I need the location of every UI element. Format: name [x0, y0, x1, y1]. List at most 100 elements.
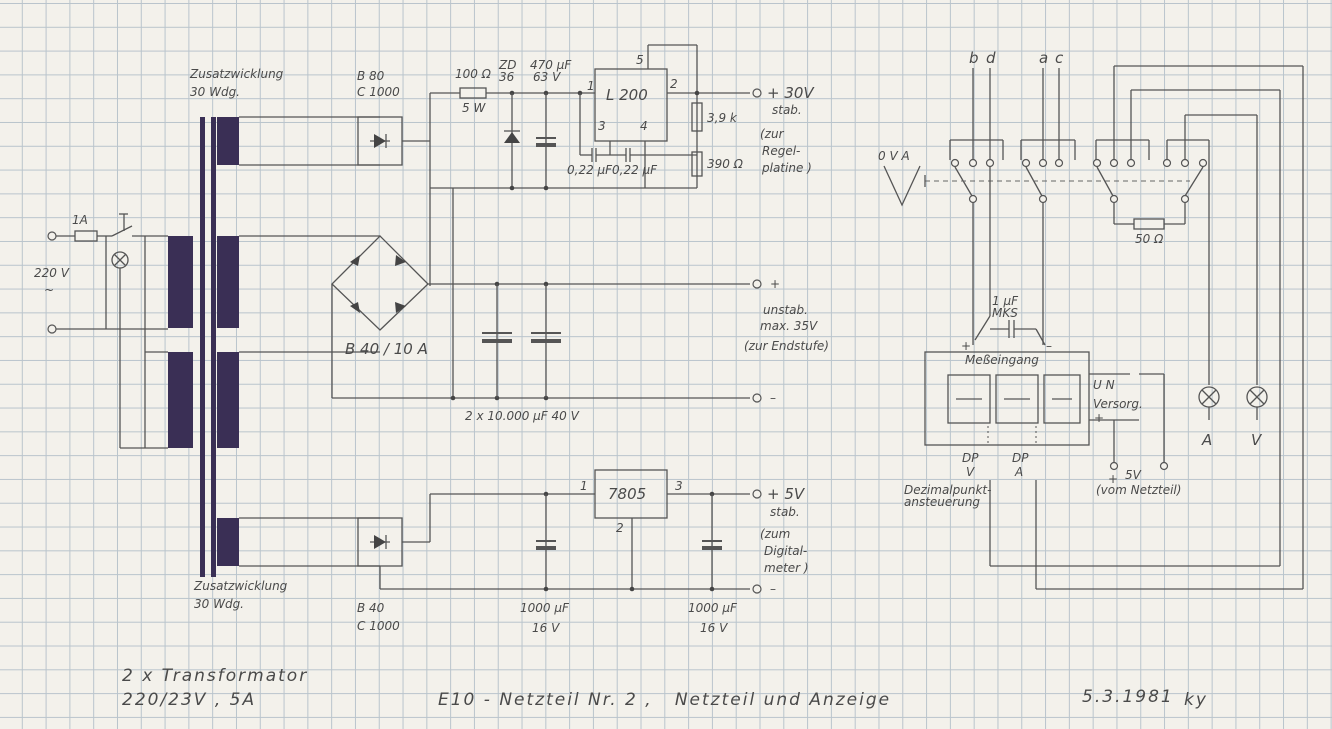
- unstab-note-3: (zur Endstufe): [744, 339, 829, 353]
- b80-label-2: C 1000: [357, 85, 400, 99]
- dp-note-1: Dezimalpunkt-: [904, 483, 991, 497]
- zener-diode-icon: [504, 132, 520, 143]
- l200-pin-2: 2: [670, 77, 678, 91]
- 7805-label: 7805: [608, 485, 646, 503]
- range-label: 0 V A: [878, 149, 910, 163]
- secondary-winding-2: [217, 352, 239, 448]
- cap-1uf-label-1: 1 µF: [992, 294, 1019, 308]
- resistor-3k9: [691, 102, 703, 132]
- switch-label-c: c: [1055, 49, 1064, 67]
- switch-label-a: a: [1039, 49, 1048, 67]
- fuse-label: 1A: [72, 213, 88, 227]
- zener-label-2: 36: [499, 70, 515, 84]
- shunt-resistor: [1133, 218, 1165, 230]
- out30-note-2: Regel-: [762, 144, 800, 158]
- meter-minus: –: [1046, 339, 1052, 353]
- out5-stab: stab.: [770, 505, 800, 519]
- out5-note-3: meter ): [764, 561, 809, 575]
- l200-label: L 200: [606, 86, 648, 104]
- transformer-core-right: [211, 117, 216, 577]
- meter-section: b d a c: [878, 49, 1304, 590]
- l200-pin-1: 1: [587, 79, 595, 93]
- dp-v-label-2: V: [966, 465, 975, 479]
- cap-in-label-1: 1000 µF: [520, 601, 570, 615]
- cap-out-label-2: 16 V: [700, 621, 728, 635]
- rail-30v: B 80 C 1000 100 Ω 5 W ZD 36 470 µF 63 V …: [239, 44, 815, 286]
- aux-top-label-2: 30 Wdg.: [190, 85, 240, 99]
- out5-note-2: Digital-: [764, 544, 807, 558]
- switch-label-b: b: [969, 49, 979, 67]
- unstab-note-1: unstab.: [763, 303, 808, 317]
- supply-5v-plus: +: [1108, 472, 1118, 486]
- resistor-390ohm: [691, 151, 703, 177]
- c022b-label: 0,22 µF: [612, 163, 658, 177]
- unstab-note-2: max. 35V: [760, 319, 818, 333]
- b40-10a-label: B 40 / 10 A: [345, 340, 428, 358]
- aux-top-label-1: Zusatzwicklung: [189, 67, 284, 81]
- lamp-v-label: V: [1251, 431, 1263, 449]
- supply-5v-label: 5V: [1125, 468, 1142, 482]
- ac-symbol: ~: [44, 283, 54, 297]
- primary-winding-1: [168, 236, 193, 328]
- lamp-a-label: A: [1201, 431, 1212, 449]
- l200-pin-5: 5: [636, 53, 644, 67]
- r100-label-2: 5 W: [462, 101, 486, 115]
- aux-winding-bottom: [217, 518, 239, 566]
- cap-1uf-label-2: MKS: [992, 306, 1018, 320]
- rail-unstab: + – B 40 / 10 A unstab. max. 35V (zur En…: [239, 188, 829, 423]
- seven-segment-display: [947, 374, 1081, 424]
- bridge-diode-icon: [374, 134, 386, 148]
- secondary-winding-1: [217, 236, 239, 328]
- dp-v-label-1: DP: [962, 451, 979, 465]
- 7805-pin-1: 1: [580, 479, 588, 493]
- l200-pin-4: 4: [640, 119, 648, 133]
- dp-a-label-1: DP: [1012, 451, 1029, 465]
- aux-winding-top: [217, 117, 239, 165]
- sheet-title: E10 - Netzteil Nr. 2 , Netzteil und Anze…: [438, 690, 891, 710]
- bridge-b40-10a: [331, 235, 429, 331]
- out5-label: + 5V: [767, 485, 806, 503]
- output-unstab-minus: [752, 393, 762, 403]
- 7805-pin-3: 3: [675, 479, 683, 493]
- range-switch-pole-4: [1184, 166, 1204, 197]
- b80-label-1: B 80: [357, 69, 385, 83]
- supply-plus: +: [1094, 411, 1104, 425]
- out30-label: + 30V: [767, 84, 815, 102]
- b40-label-2: C 1000: [357, 619, 400, 633]
- supply-source-label: (vom Netzteil): [1096, 483, 1181, 497]
- dp-note-2: ansteuerung: [904, 495, 980, 509]
- dp-a-label-2: A: [1014, 465, 1023, 479]
- out30-stab: stab.: [772, 103, 802, 117]
- unstab-plus: +: [770, 277, 780, 291]
- aux-bottom-label-1: Zusatzwicklung: [193, 579, 288, 593]
- caps-10000-label: 2 x 10.000 µF 40 V: [465, 409, 580, 423]
- output-unstab-plus: [752, 279, 762, 289]
- out5-note-1: (zum: [760, 527, 790, 541]
- primary-winding-2: [168, 352, 193, 448]
- zener-label-1: ZD: [498, 58, 516, 72]
- mains-input: 1A 220 V ~: [34, 213, 168, 449]
- rail-5v: B 40 C 1000 7805 1 2 3 1000 µF 16 V 1000…: [239, 469, 809, 635]
- r390-label: 390 Ω: [707, 157, 744, 171]
- supply-label-1: U N: [1093, 378, 1115, 392]
- aux-bottom-label-2: 30 Wdg.: [194, 597, 244, 611]
- unstab-minus: –: [770, 391, 776, 405]
- cap-out-label-1: 1000 µF: [688, 601, 738, 615]
- title-block: 2 x Transformator 220/23V , 5A E10 - Net…: [122, 666, 1206, 710]
- r3k9-label: 3,9 k: [707, 111, 738, 125]
- output-5v-terminal: [752, 489, 762, 499]
- mains-voltage-label: 220 V: [34, 266, 70, 280]
- meter-plus: +: [961, 339, 971, 353]
- meter-input-label: Meßeingang: [965, 353, 1039, 367]
- mains-switch: [111, 225, 133, 237]
- cap470-label-2: 63 V: [533, 70, 561, 84]
- switch-label-d: d: [986, 49, 996, 67]
- cap470-label-1: 470 µF: [530, 58, 572, 72]
- mains-terminal-top: [47, 231, 57, 241]
- out30-note-1: (zur: [760, 127, 785, 141]
- transformer-core-left: [200, 117, 205, 577]
- r100-label-1: 100 Ω: [455, 67, 492, 81]
- mains-fuse: [74, 230, 98, 242]
- mains-terminal-bottom: [47, 324, 57, 334]
